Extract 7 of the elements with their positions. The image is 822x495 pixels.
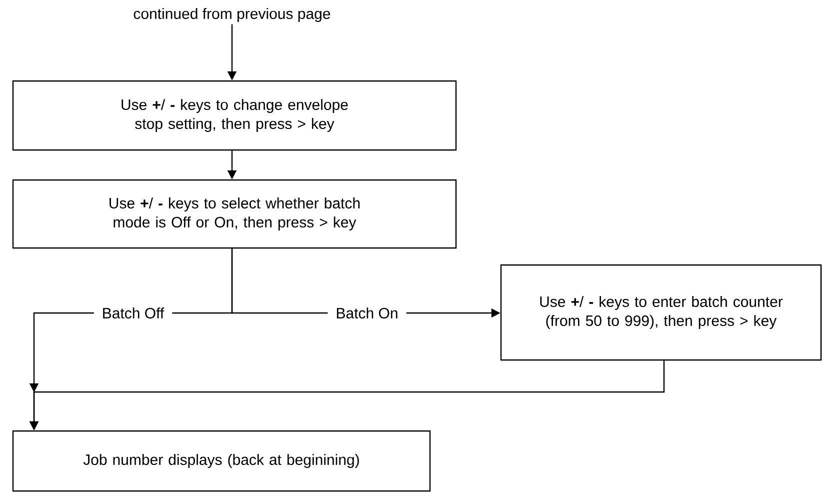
note-text: continued from previous page (134, 8, 330, 22)
process-box: Use +/ - keys to enter batch counter (from 50 to 999), then press > key (500, 264, 822, 361)
process-box: Use +/ - keys to change envelope stop setting, then press > key (12, 80, 457, 151)
process-box: Use +/ - keys to select whether batch mode is Off or On, then press > key (12, 179, 457, 249)
edge-label: Batch On (328, 306, 406, 320)
process-box: Job number displays (back at beginining) (12, 430, 431, 492)
edge-label: Batch Off (94, 306, 172, 320)
